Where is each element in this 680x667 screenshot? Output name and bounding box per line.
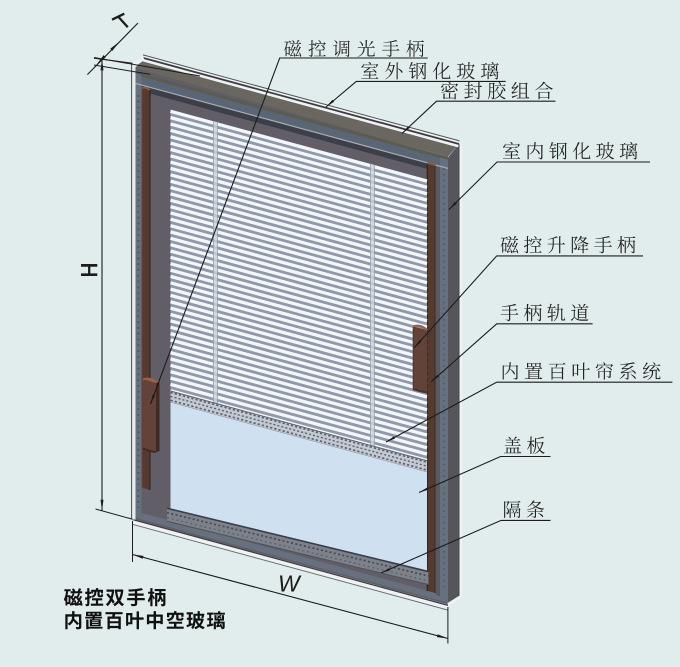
svg-text:W: W xyxy=(278,571,302,597)
